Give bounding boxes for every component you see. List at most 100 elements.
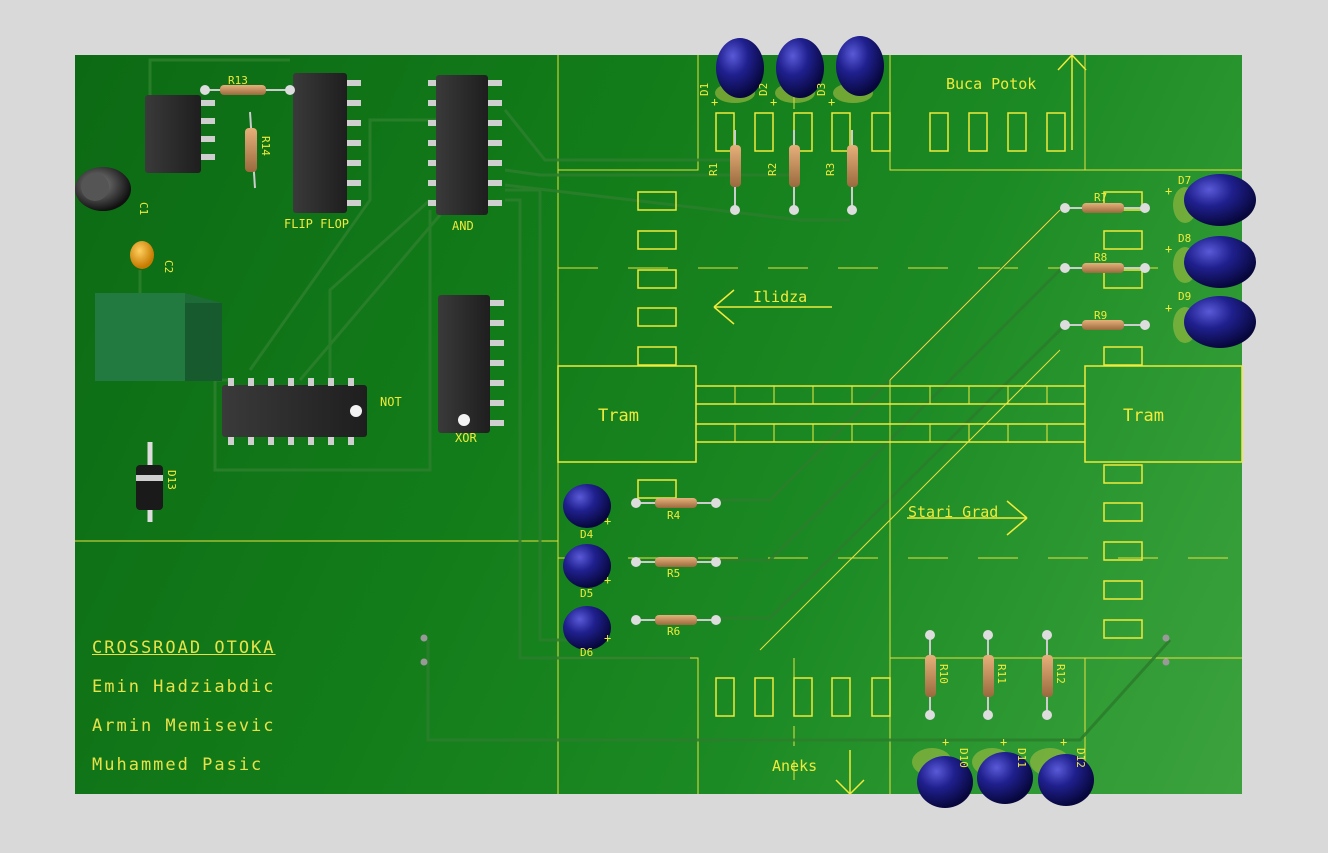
- resistor-r4: [631, 498, 721, 508]
- d8-label: D8: [1178, 232, 1191, 245]
- d7-label: D7: [1178, 174, 1191, 187]
- plus-sign: +: [604, 631, 611, 645]
- ilidza-label: Ilidza: [753, 288, 807, 306]
- flip-flop-label: FLIP FLOP: [284, 217, 349, 231]
- d9-label: D9: [1178, 290, 1191, 303]
- r7-label: R7: [1094, 191, 1107, 204]
- author-name: Emin Hadziabdic: [92, 677, 276, 697]
- crosswalks: [637, 112, 1143, 717]
- capacitor-c2: [130, 241, 154, 269]
- r12-label: R12: [1054, 664, 1067, 684]
- d3-label: D3: [815, 83, 828, 96]
- arrow-up-icon: [1057, 54, 1087, 150]
- capacitor-c1: [75, 167, 131, 211]
- r10-label: R10: [937, 664, 950, 684]
- plus-sign: +: [711, 95, 718, 109]
- plus-sign: +: [604, 573, 611, 587]
- author-name: Muhammed Pasic: [92, 755, 264, 775]
- d6-label: D6: [580, 646, 593, 659]
- credits-block: CROSSROAD OTOKA Emin Hadziabdic Armin Me…: [92, 636, 276, 792]
- led-d4: [563, 484, 611, 528]
- resistor-r13: [200, 85, 295, 95]
- r2-label: R2: [766, 163, 779, 176]
- resistor-r7: [1060, 203, 1150, 213]
- tram-right-label: Tram: [1123, 406, 1164, 426]
- r6-label: R6: [667, 625, 680, 638]
- and-chip: [428, 75, 502, 215]
- led-d3: [833, 36, 884, 103]
- led-d1: [715, 38, 764, 103]
- resistor-r9: [1060, 320, 1150, 330]
- resistor-r10: [925, 630, 936, 720]
- plus-sign: +: [770, 95, 777, 109]
- tram-track: [557, 365, 1243, 463]
- aneks-label: Aneks: [772, 757, 817, 775]
- vias: [420, 634, 1170, 666]
- xor-chip: [438, 295, 504, 433]
- r5-label: R5: [667, 567, 680, 580]
- resistor-r6: [631, 615, 721, 625]
- led-d7: [1173, 174, 1256, 226]
- plus-sign: +: [1165, 184, 1172, 198]
- buca-potok-label: Buca Potok: [946, 75, 1036, 93]
- not-label: NOT: [380, 395, 402, 409]
- d13-label: D13: [165, 470, 178, 490]
- r9-label: R9: [1094, 309, 1107, 322]
- resistor-r3: [847, 130, 858, 215]
- led-d8: [1173, 236, 1256, 288]
- d4-label: D4: [580, 528, 594, 541]
- arrow-left-icon: [713, 289, 832, 325]
- resistor-r11: [983, 630, 994, 720]
- plus-sign: +: [1060, 735, 1067, 749]
- arrow-right-icon: [907, 500, 1028, 536]
- resistor-r2: [789, 130, 800, 215]
- resistor-r1: [730, 130, 741, 215]
- d12-label: D12: [1074, 748, 1087, 768]
- led-d5: [563, 544, 611, 588]
- xor-label: XOR: [455, 431, 477, 445]
- resistor-r14: [245, 111, 257, 189]
- r11-label: R11: [995, 664, 1008, 684]
- plus-sign: +: [604, 514, 611, 528]
- plus-sign: +: [828, 95, 835, 109]
- flip-flop-chip: [293, 73, 361, 213]
- arrow-down-icon: [835, 750, 865, 795]
- resistor-r8: [1060, 263, 1150, 273]
- led-d9: [1173, 296, 1256, 348]
- d10-label: D10: [957, 748, 970, 768]
- r1-label: R1: [707, 163, 720, 176]
- stari-grad-label: Stari Grad: [908, 503, 998, 521]
- led-d2: [775, 38, 824, 103]
- resistor-r5: [631, 557, 721, 567]
- resistor-r12: [1042, 630, 1053, 720]
- d11-label: D11: [1015, 748, 1028, 768]
- led-d11: [972, 748, 1033, 804]
- r14-label: R14: [259, 136, 272, 156]
- d2-label: D2: [757, 83, 770, 96]
- not-chip: [222, 378, 367, 445]
- led-d10: [912, 748, 973, 808]
- c1-label: C1: [137, 202, 150, 215]
- d5-label: D5: [580, 587, 593, 600]
- r13-label: R13: [228, 74, 248, 87]
- plus-sign: +: [1165, 242, 1172, 256]
- timer-chip: [145, 95, 215, 173]
- led-d6: [563, 606, 611, 650]
- diode-d13: [136, 442, 163, 522]
- r3-label: R3: [824, 163, 837, 176]
- led-d12: [1030, 748, 1094, 806]
- r4-label: R4: [667, 509, 681, 522]
- plus-sign: +: [1165, 301, 1172, 315]
- d1-label: D1: [698, 83, 711, 96]
- plus-sign: +: [1000, 735, 1007, 749]
- c2-label: C2: [162, 260, 175, 273]
- route-lines: [759, 209, 1061, 658]
- r8-label: R8: [1094, 251, 1107, 264]
- and-label: AND: [452, 219, 474, 233]
- project-title: CROSSROAD OTOKA: [92, 638, 276, 658]
- plus-sign: +: [942, 735, 949, 749]
- author-name: Armin Memisevic: [92, 716, 276, 736]
- relay-block: [95, 293, 222, 381]
